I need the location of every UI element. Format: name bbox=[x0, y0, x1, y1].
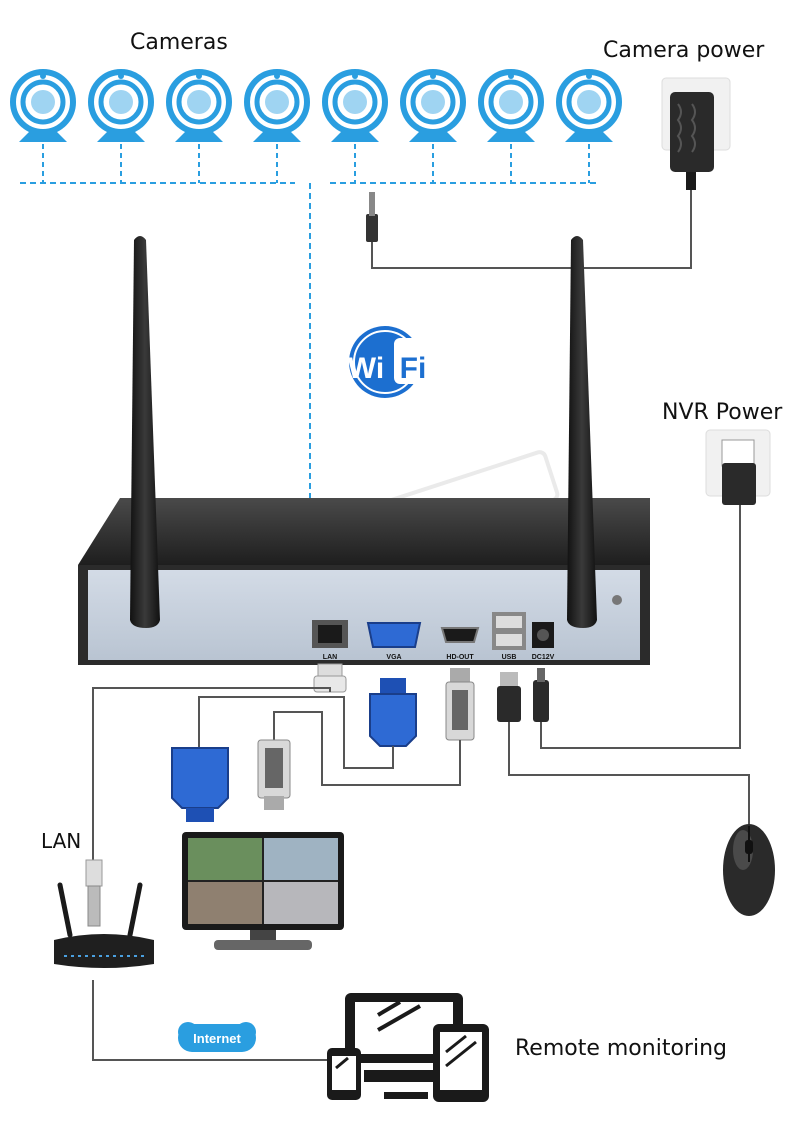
camera-icon bbox=[88, 69, 154, 183]
camera-icon bbox=[166, 69, 232, 183]
camera-dashed-bus bbox=[20, 182, 600, 500]
camera-icon bbox=[244, 69, 310, 183]
camera-icon bbox=[478, 69, 544, 183]
usb-port-label: USB bbox=[502, 654, 517, 661]
remote-monitoring-label: Remote monitoring bbox=[515, 1036, 727, 1061]
nvr-power-adapter bbox=[705, 429, 771, 505]
camera-power-plug bbox=[366, 192, 378, 242]
wifi-text-wi: Wi bbox=[348, 352, 384, 385]
lan-port: LAN bbox=[312, 620, 348, 661]
internet-text: Internet bbox=[193, 1031, 241, 1046]
nvr-power-label: NVR Power bbox=[662, 400, 783, 425]
dc-plug bbox=[533, 668, 549, 722]
nvr-antenna-left bbox=[130, 236, 160, 628]
vga-plug-nvr bbox=[369, 678, 417, 747]
usb-plug bbox=[497, 672, 521, 722]
lan-label: LAN bbox=[41, 829, 82, 853]
vga-plug-monitor bbox=[171, 747, 229, 822]
hdmi-plug-nvr bbox=[445, 668, 475, 741]
camera-icon bbox=[322, 69, 388, 183]
hdmi-port: HD-OUT bbox=[440, 627, 480, 661]
cameras-label: Cameras bbox=[130, 30, 228, 55]
wifi-text-fi: Fi bbox=[400, 352, 427, 385]
nvr-antenna-right bbox=[567, 236, 597, 628]
dc12v-port: DC12V bbox=[532, 622, 555, 661]
cameras-row bbox=[10, 69, 622, 183]
camera-power-label: Camera power bbox=[603, 38, 765, 63]
wifi-logo: Wi Fi bbox=[348, 326, 432, 398]
camera-icon bbox=[400, 69, 466, 183]
vga-cable bbox=[198, 696, 394, 769]
lan-cable bbox=[92, 687, 331, 860]
internet-badge: Internet bbox=[178, 1022, 256, 1052]
vga-port-label: VGA bbox=[386, 654, 401, 661]
usb-ports: USB bbox=[492, 612, 526, 661]
hdmi-cable bbox=[273, 711, 461, 786]
nvr-power-cable bbox=[540, 505, 741, 749]
monitor bbox=[182, 832, 344, 950]
router bbox=[54, 859, 154, 968]
internet-cable bbox=[92, 980, 330, 1061]
hdmi-port-label: HD-OUT bbox=[446, 654, 474, 661]
vga-port: VGA bbox=[366, 622, 422, 661]
dc12v-port-label: DC12V bbox=[532, 654, 555, 661]
mouse bbox=[723, 824, 775, 916]
nvr-box: LAN VGA HD-OUT USB DC12V bbox=[78, 498, 650, 665]
remote-devices bbox=[327, 993, 489, 1102]
camera-icon bbox=[10, 69, 76, 183]
lan-port-label: LAN bbox=[323, 654, 337, 661]
hdmi-plug-monitor bbox=[257, 739, 291, 810]
camera-power-cable bbox=[371, 190, 692, 269]
camera-power-adapter bbox=[661, 77, 731, 190]
usb-cable bbox=[508, 722, 750, 830]
camera-icon bbox=[556, 69, 622, 183]
